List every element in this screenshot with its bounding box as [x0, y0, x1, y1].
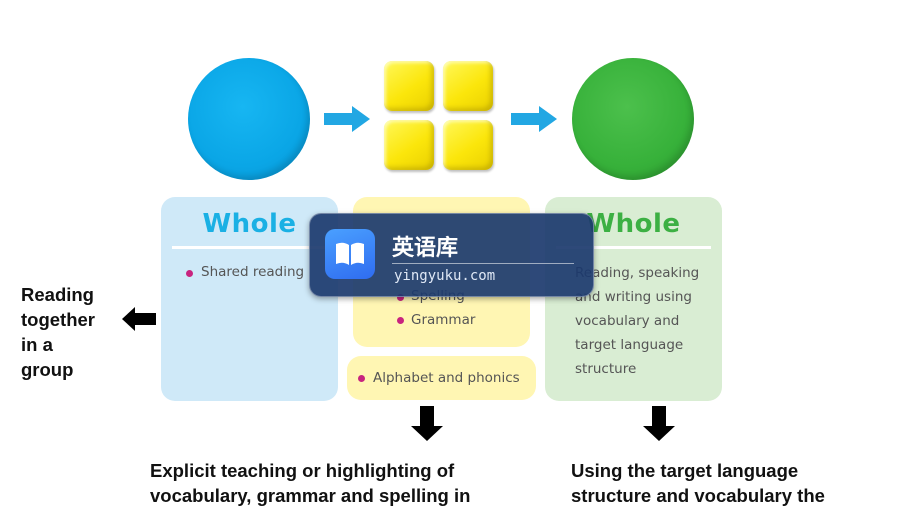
part-tile	[384, 61, 434, 111]
bullet-dot	[186, 270, 193, 277]
part-tile	[384, 120, 434, 170]
watermark-url: yingyuku.com	[394, 268, 496, 284]
whole-panel-left: Whole Shared reading	[161, 197, 338, 401]
caption-line: Using the target language	[571, 460, 799, 481]
bullet-dot	[397, 294, 404, 301]
book-icon	[325, 229, 375, 279]
caption-line: structure and vocabulary the	[571, 485, 825, 506]
side-label-line: group	[21, 359, 74, 380]
body-line: vocabulary and	[575, 313, 680, 329]
side-label: Reading together in a group	[21, 282, 95, 382]
divider	[392, 263, 574, 264]
caption-line: vocabulary, grammar and spelling in	[150, 485, 471, 506]
side-label-line: Reading	[21, 284, 94, 305]
side-label-line: together	[21, 309, 95, 330]
right-arrow-icon	[511, 106, 557, 132]
body-line: structure	[575, 361, 637, 377]
divider	[172, 246, 327, 249]
whole-green-circle	[572, 58, 694, 180]
left-arrow-icon	[122, 307, 156, 331]
right-arrow-icon	[324, 106, 370, 132]
panel-body: Reading, speaking and writing using voca…	[575, 261, 699, 381]
bullet-item: Alphabet and phonics	[373, 370, 520, 386]
phonics-panel: Alphabet and phonics	[347, 356, 536, 400]
panel-title: Whole	[202, 209, 297, 239]
side-label-line: in a	[21, 334, 53, 355]
down-arrow-icon	[411, 406, 443, 441]
body-line: and writing using	[575, 289, 692, 305]
watermark-title: 英语库	[392, 236, 459, 261]
caption-line: Explicit teaching or highlighting of	[150, 460, 455, 481]
part-tile	[443, 120, 493, 170]
body-line: target language	[575, 337, 684, 353]
bullet-dot	[358, 375, 365, 382]
divider	[556, 246, 711, 249]
caption-middle: Explicit teaching or highlighting of voc…	[150, 458, 470, 508]
whole-blue-circle	[188, 58, 310, 180]
part-tile	[443, 61, 493, 111]
bullet-item: Shared reading	[201, 264, 305, 280]
caption-right: Using the target language structure and …	[571, 458, 825, 508]
bullet-item: Grammar	[411, 312, 476, 328]
panel-title: Whole	[586, 209, 681, 239]
watermark-banner[interactable]: 英语库 yingyuku.com	[309, 213, 594, 297]
down-arrow-icon	[643, 406, 675, 441]
bullet-dot	[397, 317, 404, 324]
body-line: Reading, speaking	[575, 265, 700, 281]
